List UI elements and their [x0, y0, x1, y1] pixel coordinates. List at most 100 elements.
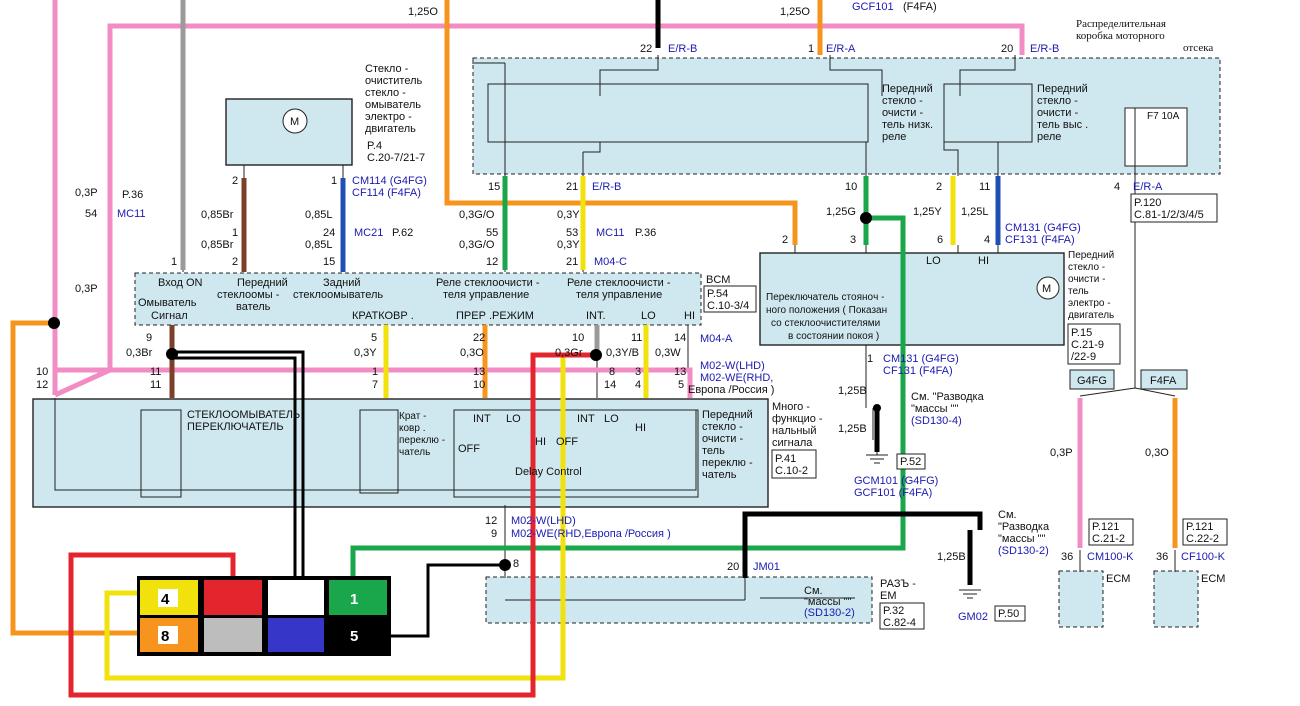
- motor-ref-box: [1130, 193, 1218, 223]
- relay-frame-high: [943, 83, 1033, 143]
- page-ref: P.52: [900, 456, 921, 468]
- pin-label: 2: [782, 234, 788, 246]
- bcm-pin-label: Реле стеклоочисти -: [567, 277, 671, 289]
- motor-speed-label: LO: [926, 255, 941, 267]
- pin-label: 14: [674, 332, 686, 344]
- multi-ref-box: [771, 449, 817, 479]
- wiper-motor-box: [759, 252, 1065, 346]
- connector-code: CM100-K: [1087, 551, 1134, 563]
- pin-label: 4: [1114, 181, 1120, 193]
- bcm-pin-label: теля управление: [443, 289, 529, 301]
- component-label: Много -: [772, 401, 810, 413]
- page-ref: C.22-2: [1186, 533, 1219, 545]
- red-connector-wire: [68, 352, 596, 698]
- pin-label: 12: [36, 379, 48, 391]
- connector-code: CF114 (F4FA): [352, 187, 421, 199]
- pin-label: 7: [372, 379, 378, 391]
- wire-label: 0,3G/O: [459, 209, 495, 221]
- page-ref: C.10-2: [775, 465, 808, 477]
- connector-code: M02-WE(RHD,: [700, 372, 773, 384]
- page-ref: P.54: [707, 288, 728, 300]
- connector-code: MC21: [354, 227, 383, 239]
- ground-ref: См. "Разводка: [911, 391, 985, 403]
- motor-symbol: M: [290, 116, 299, 128]
- switch-label: очисти -: [702, 433, 743, 445]
- multifunction-switch-box: [32, 398, 769, 508]
- bcm-ref-box: [703, 285, 757, 313]
- page-ref: C.81-1/2/3/4/5: [1134, 209, 1204, 221]
- wire-label: 0,3P: [1050, 447, 1073, 459]
- splice-dot: [590, 349, 602, 361]
- switch-position: INT: [577, 413, 595, 425]
- ground-ref: См.: [998, 509, 1017, 521]
- wire-label: 0,3P: [75, 187, 98, 199]
- pin-label: 2: [232, 175, 238, 187]
- wire-label: 0,85Br: [201, 209, 234, 221]
- region-label: Европа /Россия ): [688, 384, 774, 396]
- switch-label: Крат -: [399, 411, 426, 422]
- pin-label: 3: [850, 234, 856, 246]
- pin-1-label: 1: [350, 591, 358, 608]
- component-label: функцио -: [772, 413, 823, 425]
- bcm-pin-label: Задний: [323, 277, 361, 289]
- pin-label: 1: [331, 175, 337, 187]
- park-switch-label: Переключатель стоянoч -: [766, 292, 884, 303]
- wire-label: 0,85Br: [201, 239, 234, 251]
- pin-label: 9: [491, 528, 497, 540]
- park-switch-label: со стеклоочистителями: [771, 318, 880, 329]
- pin-label: 21: [566, 256, 578, 268]
- ecm-ref-box: [1088, 518, 1134, 546]
- connector-code: M02-WE(RHD,Европа /Россия ): [511, 528, 671, 540]
- switch-position: HI: [535, 436, 546, 448]
- fuse-label: F7 10A: [1147, 111, 1180, 122]
- page-ref: P.32: [883, 605, 904, 617]
- relay-label: очисти -: [882, 107, 923, 119]
- variant-label: G4FG: [1077, 375, 1107, 387]
- ground-ref: (SD130-4): [911, 415, 962, 427]
- ecm-ref-box: [1182, 518, 1228, 546]
- connector-code: M02-W(LHD): [700, 360, 765, 372]
- connector-code: JM01: [753, 561, 780, 573]
- component-label: сигнала: [772, 437, 813, 449]
- variant-tab: [1140, 369, 1188, 390]
- wire-label: 1,25O: [408, 6, 438, 18]
- pin-label: 20: [1001, 43, 1013, 55]
- motor-label: Стекло -: [365, 63, 409, 75]
- ground-ref: "массы "": [998, 533, 1045, 545]
- relay-label: стекло -: [882, 95, 923, 107]
- relay-label: Передний: [882, 83, 933, 95]
- green-connector-wire: [350, 215, 906, 580]
- wire-label: 1,25B: [937, 551, 966, 563]
- component-label: ECM: [1106, 573, 1130, 585]
- orange-connector-wire: [10, 320, 140, 636]
- motor-label: тель: [1068, 286, 1089, 297]
- switch-label: чатель: [399, 447, 430, 458]
- connector-code: M04-C: [594, 256, 627, 268]
- pin-label: 22: [640, 43, 652, 55]
- page-ref: P.50: [998, 608, 1019, 620]
- pin-4-label: 4: [161, 591, 170, 608]
- connector-code: M02-W(LHD): [511, 515, 576, 527]
- motor-label: очисти -: [1068, 274, 1105, 285]
- relay-label: тель выс .: [1037, 119, 1088, 131]
- bcm-pin-label: стеклоомыватель: [293, 289, 383, 301]
- pin-label: 10: [845, 181, 857, 193]
- page-ref: /22-9: [1071, 351, 1096, 363]
- motor-ref-box-2: [1067, 323, 1121, 365]
- junction-box: [472, 57, 1221, 175]
- motor-speed-label: HI: [978, 255, 989, 267]
- ground-ref: "Разводка: [998, 521, 1050, 533]
- ground-ref: (SD130-2): [998, 545, 1049, 557]
- page-ref: P.36: [635, 227, 656, 239]
- ecm-box-1: [1058, 570, 1104, 628]
- black-wire-bottom: [742, 511, 983, 578]
- motor-symbol: M: [1042, 283, 1051, 295]
- ground-code: GCF101 (F4FA): [854, 487, 932, 499]
- em-ref-box: [879, 602, 925, 630]
- wire-label: 1,25B: [838, 385, 867, 397]
- connector-code: CF131 (F4FA): [883, 365, 953, 377]
- component-label: ECM: [1201, 573, 1225, 585]
- wire-label: 0,3O: [460, 347, 484, 359]
- pin-label: 11: [150, 379, 161, 391]
- ground-ref: "массы "": [911, 403, 958, 415]
